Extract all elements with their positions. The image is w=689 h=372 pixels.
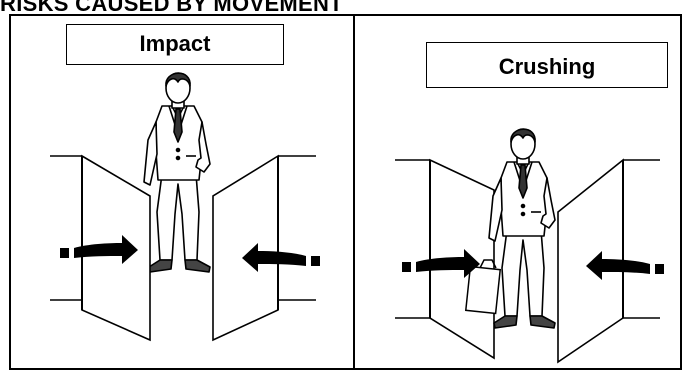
crushing-scene bbox=[395, 129, 664, 362]
label-crushing: Crushing bbox=[426, 42, 668, 88]
arrow-inward-right-2 bbox=[586, 251, 664, 280]
label-impact: Impact bbox=[66, 24, 284, 65]
impact-scene bbox=[50, 73, 320, 340]
arrow-inward-right bbox=[242, 243, 320, 272]
